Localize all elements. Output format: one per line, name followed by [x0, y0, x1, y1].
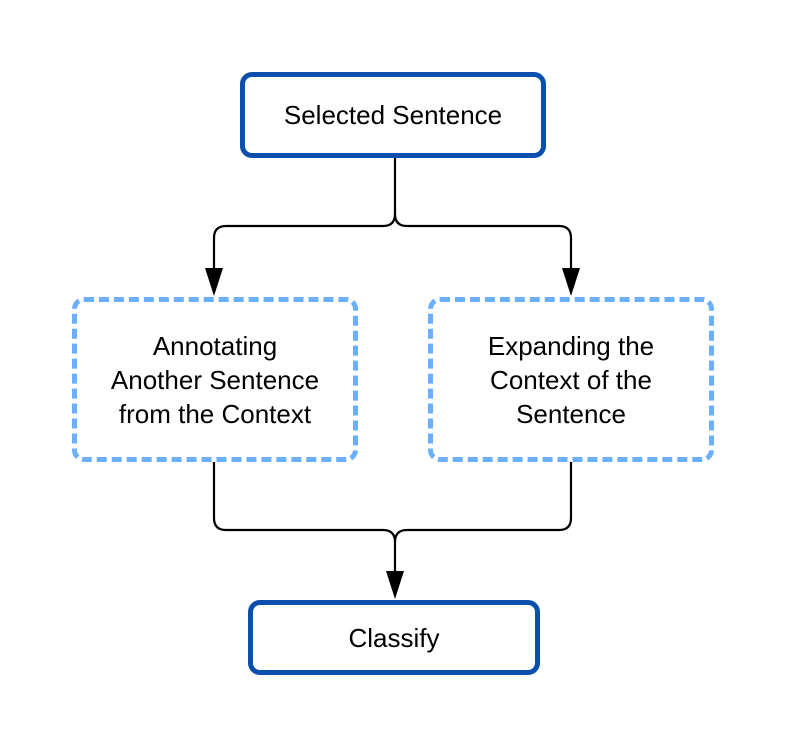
connector-top-to-branch: [212, 158, 397, 268]
annotating-another-sentence-node: Annotating Another Sentence from the Con…: [72, 297, 358, 462]
arrowhead-left-icon: [205, 268, 223, 296]
selected-sentence-node: Selected Sentence: [240, 72, 546, 158]
connector-right-to-merge: [393, 462, 573, 543]
selected-sentence-label: Selected Sentence: [283, 100, 503, 130]
expanding-context-label: Expanding the Context of the Sentence: [487, 330, 655, 429]
arrowhead-right-icon: [562, 268, 580, 296]
expanding-context-node: Expanding the Context of the Sentence: [428, 297, 714, 462]
connector-left-to-merge: [212, 462, 397, 571]
classify-node: Classify: [248, 600, 540, 675]
annotating-another-sentence-label: Annotating Another Sentence from the Con…: [110, 330, 320, 429]
arrowhead-bottom-icon: [386, 571, 404, 599]
classify-label: Classify: [348, 622, 440, 653]
connector-top-to-branch-right: [393, 213, 573, 268]
